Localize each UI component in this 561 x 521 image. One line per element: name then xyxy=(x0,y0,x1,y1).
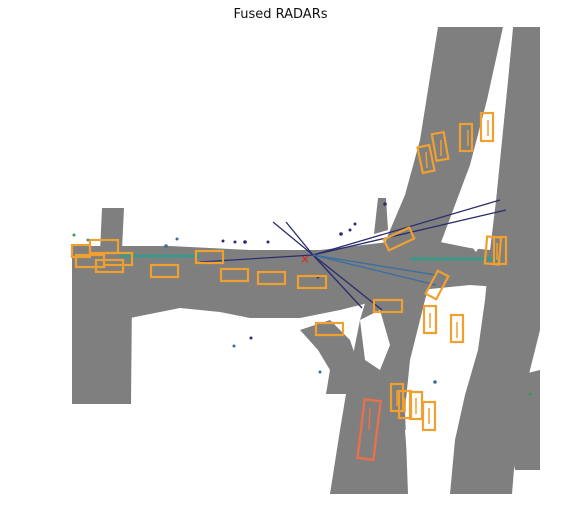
vehicle-box xyxy=(416,143,436,175)
vehicle-box xyxy=(372,298,404,314)
ego-marker-icon: × xyxy=(300,252,311,266)
vehicle-box xyxy=(479,111,495,143)
radar-ray xyxy=(312,254,363,309)
radar-detection xyxy=(266,240,270,244)
radar-detection xyxy=(383,202,387,206)
radar-rays xyxy=(120,199,507,311)
radar-ray xyxy=(272,221,314,256)
vehicle-box xyxy=(424,269,450,301)
vehicle-box xyxy=(449,313,465,344)
radar-detection xyxy=(353,222,357,226)
vehicle-box xyxy=(296,274,328,290)
radar-detection xyxy=(249,336,253,340)
radar-ray xyxy=(312,209,507,256)
radar-detection xyxy=(433,380,437,384)
vehicle-box xyxy=(389,382,405,413)
radar-detection xyxy=(318,370,322,374)
radar-detection xyxy=(243,240,247,244)
vehicle-box xyxy=(422,304,438,335)
radar-detection xyxy=(175,237,179,241)
vehicle-box xyxy=(458,122,474,153)
radar-detection xyxy=(72,233,76,237)
radar-ray xyxy=(312,254,383,311)
radar-ray xyxy=(199,254,314,263)
figure-title: Fused RADARs xyxy=(233,7,328,22)
vehicle-box xyxy=(219,267,250,283)
radar-detection xyxy=(233,240,237,244)
radar-detection xyxy=(348,228,352,232)
vehicle-box xyxy=(421,400,437,432)
vehicle-box xyxy=(492,235,508,266)
radar-ray xyxy=(312,254,437,286)
vehicle-box xyxy=(430,130,450,163)
vehicle-box xyxy=(314,321,345,337)
vehicle-box xyxy=(94,258,125,274)
radar-detection xyxy=(528,392,532,396)
radar-detections xyxy=(72,202,532,396)
vehicle-box xyxy=(149,263,180,279)
radar-detection xyxy=(339,232,343,236)
radar-detection xyxy=(164,244,168,248)
median-islands xyxy=(360,27,513,494)
radar-detection xyxy=(221,239,225,243)
ego-heading-line xyxy=(368,407,371,431)
vehicle-box xyxy=(256,270,287,286)
radar-ray xyxy=(285,221,314,256)
vehicle-heading-ticks xyxy=(396,120,498,424)
radar-detection xyxy=(86,238,90,242)
radar-ray xyxy=(312,199,501,256)
radar-ray xyxy=(312,254,437,276)
vehicle-box xyxy=(194,249,225,265)
radar-detection xyxy=(232,344,236,348)
ego-vehicle xyxy=(356,397,382,462)
ego-vehicle-box xyxy=(356,397,382,462)
vehicle-box xyxy=(382,226,416,252)
vehicle-boxes xyxy=(70,111,508,432)
